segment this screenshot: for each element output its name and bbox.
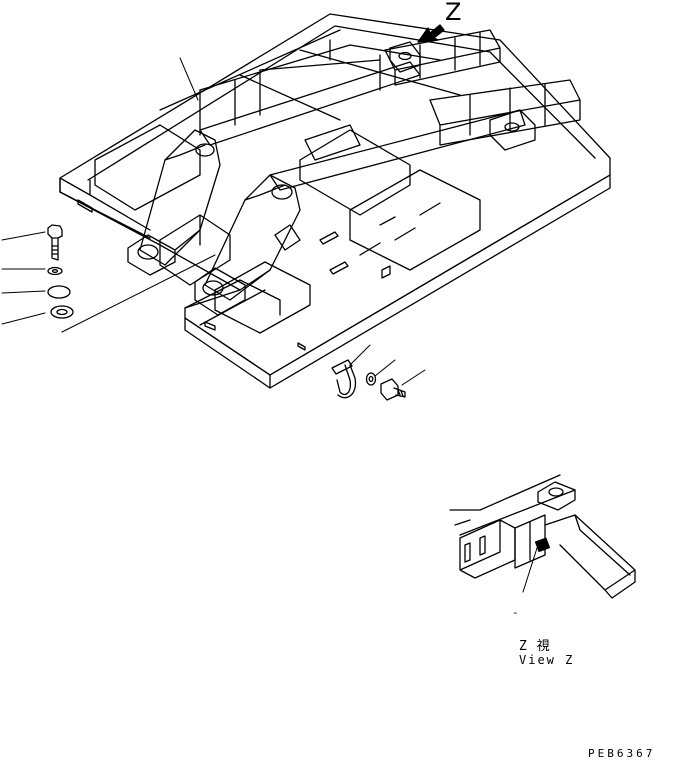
drawing-code: PEB6367 [588,747,656,760]
lower-beam [270,110,525,190]
right-post [205,175,300,300]
detail-slot [536,538,550,551]
right-cross-beam [430,80,580,145]
inner-ribs [200,40,380,135]
left-hardware [48,225,73,318]
leader-detail [523,548,537,592]
inner-box-mid [300,130,410,215]
leader-spacer [2,313,45,324]
left-post [140,130,220,265]
detail-callout-dash: - [512,606,519,619]
inner-slots [360,203,440,255]
left-post-face [165,145,205,250]
front-left-box [160,215,230,285]
left-post-base [128,235,175,275]
right-hardware [332,360,405,400]
detail-web [515,515,545,568]
spacer [51,306,73,318]
detail-arm-edge [575,515,630,575]
inner-box-front [215,262,310,333]
top-cross-beam [385,30,500,85]
view-caption-jp: Z 視 [519,639,551,654]
leader-hardware-group [62,255,215,332]
cutout-slots [320,232,390,278]
right-cross-ribs [470,84,545,135]
detail-bracket [538,482,575,510]
inner-box-left [95,125,200,210]
shim-plate [48,286,70,298]
frame-inner-edge [88,26,595,180]
inner-box-right [350,170,480,270]
arrow-down-left-icon [418,25,444,42]
bolt [48,225,62,260]
spacer-hole [57,310,67,315]
detail-left-block [460,520,515,578]
leader-frame [180,58,198,100]
leader-nut [375,360,395,376]
left-post-pin-hole [138,245,158,259]
inner-compartment-back [160,30,460,120]
right-bolt-thread [398,390,403,396]
right-post-cutout [275,225,300,250]
frame-side-lip [270,175,610,388]
front-shelf [185,280,280,325]
leader-bolt-right [402,370,425,385]
right-post-pin-hole [203,281,223,295]
right-post-top-hole [272,185,292,199]
top-bracket-hole [399,53,411,60]
view-caption-en: View Z [519,653,575,667]
hook [337,365,355,398]
top-bracket [390,42,420,72]
lock-washer-hole [53,270,58,273]
lock-washer [48,268,62,275]
bolt-thread [52,246,58,254]
nut-hole [369,377,373,382]
beam-mid-brace [305,125,360,160]
nut [367,373,376,385]
left-rail-slot [78,200,92,212]
left-post-top-hole [196,144,214,156]
right-bolt [381,379,405,400]
front-notch [205,322,305,350]
leader-lines [2,58,537,592]
view-arrow-letter: Z [445,0,462,26]
detail-view-z [450,475,635,598]
track-frame-assembly [60,14,610,388]
right-post-face [240,185,285,290]
detail-beam-top [450,475,575,535]
leader-hook [350,345,370,365]
hook-top [332,360,352,374]
detail-right-arm [545,515,635,598]
leader-plate [2,291,45,293]
upper-beam [200,62,420,145]
frame-outline [60,14,610,375]
leader-bolt [2,232,45,240]
left-rail [60,178,150,230]
right-post-base [195,268,245,315]
detail-left-block-ribs [465,536,485,562]
detail-bracket-hole [549,488,563,496]
